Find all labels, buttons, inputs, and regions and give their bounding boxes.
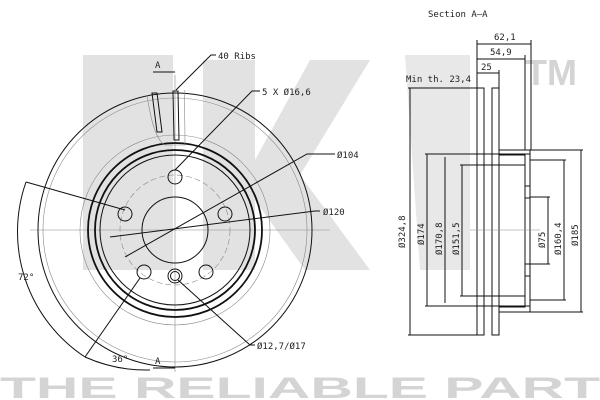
bolt-holes-label: 5 X Ø16,6: [262, 87, 311, 98]
slogan-watermark: THE RELIABLE PART: [0, 372, 600, 400]
thread-hole-label: Ø12,7/Ø17: [257, 341, 306, 352]
width-62-label: 62,1: [494, 33, 516, 43]
width-54-label: 54,9: [490, 48, 512, 58]
d170-label: Ø170,8: [434, 222, 445, 255]
section-marker-bottom: A: [155, 357, 161, 367]
disc-front-view: A A 40 Ribs 5 X Ø16,6 Ø104 Ø120 Ø12,7/Ø1…: [17, 52, 359, 372]
d120-label: Ø120: [323, 207, 345, 218]
bolt-holes: [117, 169, 233, 284]
trademark-mark: TM: [525, 52, 577, 93]
section-marker-top: A: [155, 61, 161, 71]
d160-label: Ø160,4: [553, 222, 564, 255]
angle-36-label: 36°: [112, 355, 128, 365]
section-title: Section A–A: [428, 10, 488, 20]
d174-label: Ø174: [416, 223, 427, 245]
nk-watermark-logo: TM THE RELIABLE PART: [0, 52, 600, 400]
width-25-label: 25: [481, 63, 492, 73]
d75-label: Ø75: [537, 232, 548, 248]
section-a-a-view: Section A–A 62,1 54,9 25 Min th. 23,4 Ø3…: [397, 10, 583, 336]
ribs-label: 40 Ribs: [218, 52, 256, 62]
d151-label: Ø151,5: [451, 222, 462, 255]
cooling-ribs: [146, 89, 186, 146]
angle-72-label: 72°: [18, 273, 34, 283]
d185-label: Ø185: [570, 224, 581, 246]
d104-label: Ø104: [337, 150, 359, 161]
d324-label: Ø324,8: [397, 215, 408, 248]
min-thickness-label: Min th. 23,4: [406, 75, 471, 85]
